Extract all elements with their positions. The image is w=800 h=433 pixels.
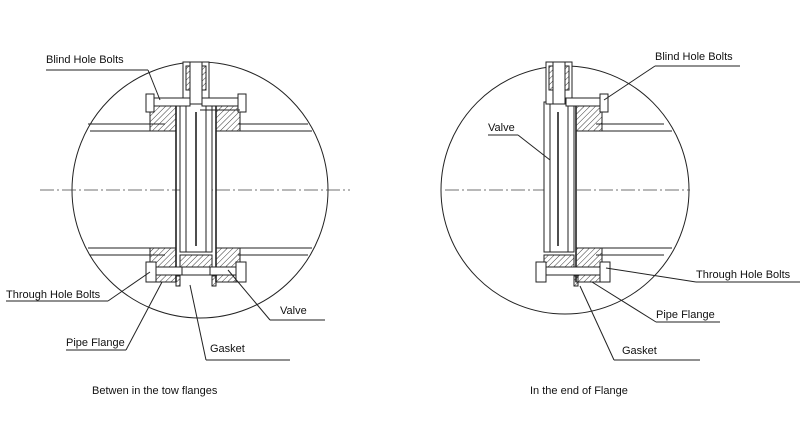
left-valve-body bbox=[179, 101, 213, 270]
left-pipe-flange-downstream bbox=[215, 99, 241, 283]
right-label-blind-hole-bolts: Blind Hole Bolts bbox=[655, 51, 733, 63]
left-blind-hole-bolt-upstream bbox=[145, 93, 191, 113]
left-label-through-hole-bolts: Through Hole Bolts bbox=[6, 289, 101, 301]
left-gasket-upstream bbox=[175, 275, 181, 287]
left-pipe-flange-upstream bbox=[149, 99, 177, 283]
right-leaders bbox=[488, 65, 800, 361]
right-label-valve: Valve bbox=[488, 122, 515, 134]
left-blind-hole-bolt-downstream bbox=[201, 93, 247, 113]
right-pipe-flange bbox=[575, 99, 603, 283]
right-label-pipe-flange: Pipe Flange bbox=[656, 309, 715, 321]
right-valve-stem bbox=[545, 61, 573, 105]
right-through-hole-bolt bbox=[535, 261, 611, 283]
right-caption: In the end of Flange bbox=[530, 385, 628, 397]
left-through-hole-bolt bbox=[145, 261, 247, 283]
left-label-valve: Valve bbox=[280, 305, 307, 317]
left-valve-stem bbox=[182, 61, 210, 105]
left-gasket-downstream bbox=[211, 275, 217, 287]
left-caption: Betwen in the tow flanges bbox=[92, 385, 218, 397]
left-pipe bbox=[88, 123, 312, 256]
left-label-pipe-flange: Pipe Flange bbox=[66, 337, 125, 349]
left-leaders bbox=[6, 69, 325, 361]
right-gasket bbox=[573, 275, 579, 287]
right-label-gasket: Gasket bbox=[622, 345, 657, 357]
right-label-through-hole-bolts: Through Hole Bolts bbox=[696, 269, 791, 281]
left-label-gasket: Gasket bbox=[210, 343, 245, 355]
left-figure: Blind Hole Bolts Through Hole Bolts Pipe… bbox=[6, 54, 350, 397]
right-valve-body bbox=[543, 101, 575, 270]
right-figure: Blind Hole Bolts Valve Through Hole Bolt… bbox=[440, 51, 800, 397]
left-label-blind-hole-bolts: Blind Hole Bolts bbox=[46, 54, 124, 66]
right-blind-hole-bolt bbox=[565, 93, 609, 113]
right-pipe bbox=[596, 123, 672, 256]
